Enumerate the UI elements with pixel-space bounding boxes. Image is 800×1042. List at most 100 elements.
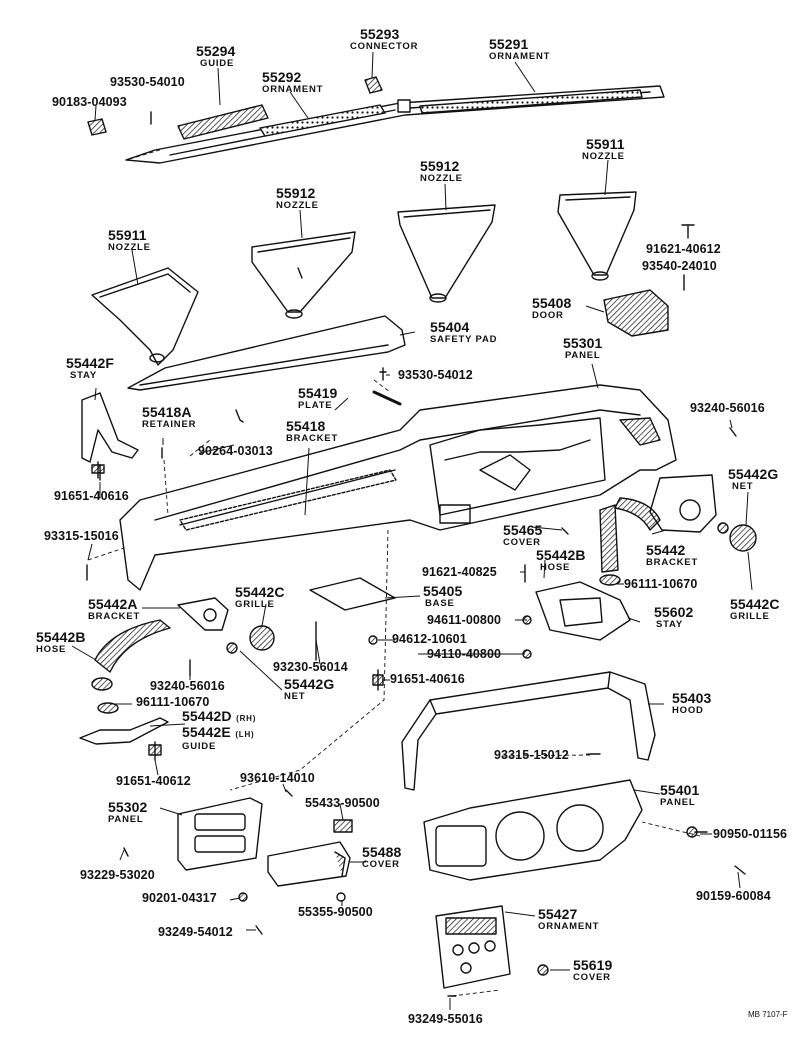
part-number: 55405: [423, 583, 463, 599]
part-name: COVER: [503, 537, 541, 548]
part-name: STAY: [70, 370, 97, 381]
part-name: GRILLE: [235, 599, 275, 610]
part-number: 55442F: [66, 355, 115, 371]
label-93240-56016-left: 93240-56016: [150, 679, 225, 693]
label-93229-53020: 93229-53020: [80, 868, 155, 882]
label-55405: 55405 BASE: [423, 584, 462, 609]
part-number: 55291: [489, 36, 529, 52]
part-number: 55442B: [536, 547, 586, 563]
label-55619: 55619 COVER: [573, 958, 612, 983]
part-name: HOSE: [36, 644, 67, 655]
label-55293: 55293 CONNECTOR: [350, 27, 418, 52]
drawing-code: MB 7107-F: [748, 1010, 788, 1019]
label-90159-60084: 90159-60084: [696, 889, 771, 903]
part-number: 55292: [262, 69, 302, 85]
part-name: GUIDE: [182, 741, 217, 752]
label-94611-00800: 94611-00800: [427, 613, 502, 627]
part-number: 55442C: [235, 584, 285, 600]
label-55418: 55418 BRACKET: [286, 419, 338, 444]
label-93249-55016: 93249-55016: [408, 1012, 483, 1026]
label-55442C-right: 55442C GRILLE: [730, 597, 780, 622]
part-number: 55404: [430, 319, 470, 335]
part-number: 55442E: [182, 724, 231, 740]
part-number: 55442: [646, 542, 686, 558]
label-55442E: 55442E (LH) GUIDE: [182, 725, 255, 752]
part-name: SAFETY PAD: [430, 334, 498, 345]
part-name: HOOD: [672, 705, 704, 716]
label-93530-54012: 93530-54012: [398, 368, 473, 382]
label-55291: 55291 ORNAMENT: [489, 37, 550, 62]
hood-part: [401, 671, 656, 791]
part-number: 55294: [196, 43, 236, 59]
part-name: NET: [732, 481, 754, 492]
label-91651-40616-lower: 91651-40616: [390, 672, 465, 686]
label-93249-54012: 93249-54012: [158, 925, 233, 939]
label-55442C-left: 55442C GRILLE: [235, 585, 285, 610]
part-side: (RH): [236, 714, 257, 723]
part-number: 55602: [654, 604, 694, 620]
label-93610-14010: 93610-14010: [240, 771, 315, 785]
part-name: RETAINER: [142, 419, 197, 430]
label-90264-03013: 90264-03013: [198, 444, 273, 458]
part-number: 55427: [538, 906, 578, 922]
label-93315-15012: 93315-15012: [494, 748, 569, 762]
label-93315-15016: 93315-15016: [44, 529, 119, 543]
label-55912-right: 55912 NOZZLE: [420, 159, 463, 184]
part-number: 55418: [286, 418, 326, 434]
part-name: GUIDE: [200, 58, 235, 69]
label-55488: 55488 COVER: [362, 845, 401, 870]
label-55442G-left: 55442G NET: [284, 677, 334, 702]
label-96111-10670-left: 96111-10670: [136, 695, 210, 709]
label-55442B-right: 55442B HOSE: [536, 548, 586, 573]
part-number: 55401: [660, 782, 700, 798]
label-55404: 55404 SAFETY PAD: [430, 320, 497, 345]
part-name: NOZZLE: [420, 173, 463, 184]
ornament-strip: [125, 85, 665, 164]
label-90950-01156: 90950-01156: [713, 827, 788, 841]
label-91651-40612: 91651-40612: [116, 774, 191, 788]
part-number: 55912: [276, 185, 316, 201]
part-name: BRACKET: [646, 557, 699, 568]
part-name: PLATE: [298, 400, 333, 411]
label-55911-left: 55911 NOZZLE: [108, 228, 151, 253]
part-name: NOZZLE: [108, 242, 151, 253]
part-number: 55911: [108, 227, 147, 243]
part-name: PANEL: [108, 814, 144, 825]
label-55465: 55465 COVER: [503, 523, 542, 548]
part-name: CONNECTOR: [350, 41, 419, 52]
cluster-panel: [423, 779, 643, 881]
part-number: 55301: [563, 335, 603, 351]
part-number: 55442C: [730, 596, 780, 612]
label-94110-40800: 94110-40800: [427, 647, 502, 661]
label-94612-10601: 94612-10601: [392, 632, 467, 646]
bracket-right: [614, 474, 717, 533]
part-number: 55302: [108, 799, 148, 815]
label-55292: 55292 ORNAMENT: [262, 70, 323, 95]
label-55442F: 55442F STAY: [66, 356, 114, 381]
part-name: BRACKET: [88, 611, 141, 622]
nozzle-r1: [397, 204, 496, 303]
part-number: 55442G: [728, 466, 779, 482]
part-number: 55465: [503, 522, 543, 538]
label-55401: 55401 PANEL: [660, 783, 699, 808]
part-name: BASE: [425, 598, 455, 609]
label-55912-left: 55912 NOZZLE: [276, 186, 319, 211]
part-name: NET: [284, 691, 306, 702]
part-number: 55403: [672, 690, 712, 706]
part-name: DOOR: [532, 310, 564, 321]
part-name: PANEL: [565, 350, 601, 361]
part-name: ORNAMENT: [489, 51, 551, 62]
label-93530-54010: 93530-54010: [110, 75, 185, 89]
part-number: 55619: [573, 957, 613, 973]
part-number: 55293: [360, 26, 400, 42]
part-name: STAY: [656, 619, 683, 630]
label-55302: 55302 PANEL: [108, 800, 147, 825]
part-number: 55419: [298, 385, 338, 401]
label-55602: 55602 STAY: [654, 605, 693, 630]
guide-part: [177, 104, 269, 140]
part-number: 55912: [420, 158, 460, 174]
part-number: 55488: [362, 844, 402, 860]
part-name: HOSE: [540, 562, 571, 573]
part-number: 55408: [532, 295, 572, 311]
